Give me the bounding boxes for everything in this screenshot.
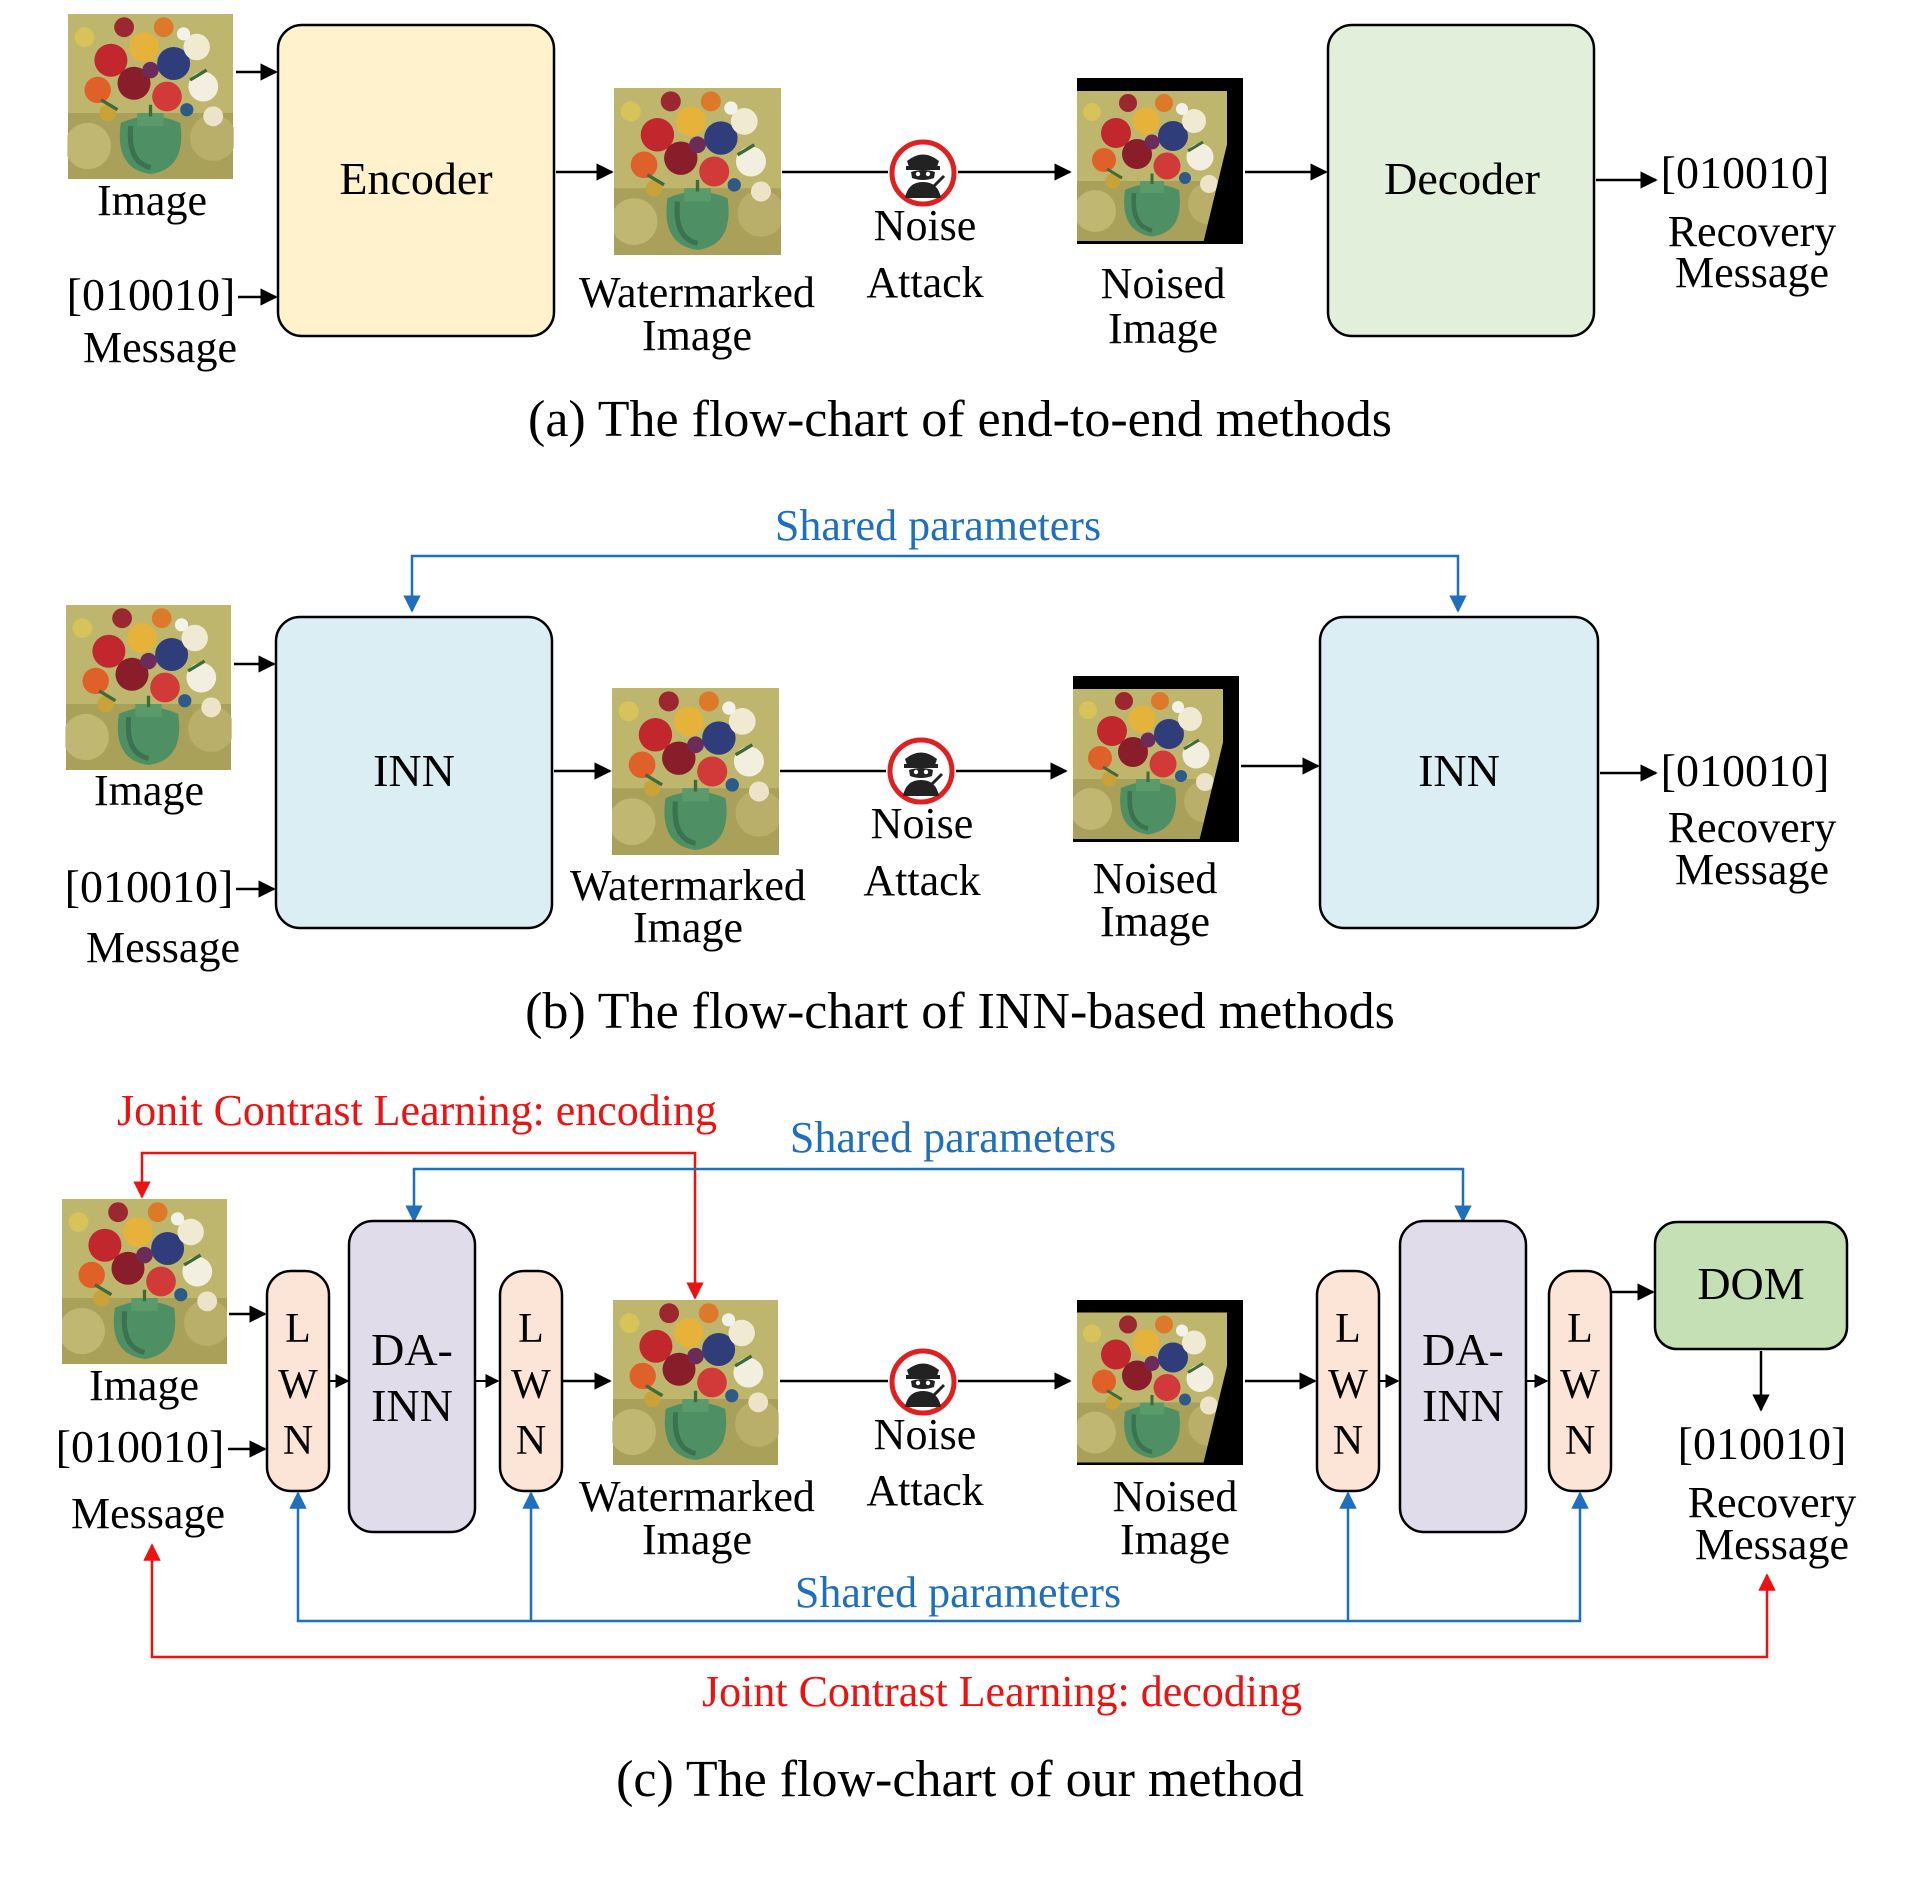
noise-attack-icon-c — [892, 1351, 954, 1413]
noise-label-c-line1: Noise — [874, 1410, 977, 1459]
caption-a: (a) The flow-chart of end-to-end methods — [528, 391, 1392, 448]
panel-b: Shared parameters Image [010010] Message… — [63, 501, 1837, 1040]
watermarked-label-b-line2: Image — [633, 903, 743, 952]
cover-image-a — [65, 14, 237, 179]
recovery-label-a-line1: Recovery — [1668, 207, 1837, 256]
recovered-bits-c: [010010] — [1678, 1418, 1847, 1469]
noise-attack-icon-b — [890, 740, 952, 802]
inn-box-2 — [1318, 615, 1600, 930]
lwn-4-letter-n: N — [1565, 1418, 1595, 1464]
image-label-a: Image — [97, 176, 207, 225]
dainn-2-line1: DA- — [1422, 1324, 1504, 1375]
lwn-2-letter-w: W — [511, 1362, 551, 1408]
cover-image-c — [59, 1199, 231, 1364]
lwn-3-letter-n: N — [1333, 1418, 1363, 1464]
noised-label-a-line2: Image — [1108, 304, 1218, 353]
lwn-1-letter-l: L — [285, 1306, 311, 1352]
lwn-1-letter-w: W — [278, 1362, 318, 1408]
image-label-b: Image — [94, 766, 204, 815]
contrast-decoding-label: Joint Contrast Learning: decoding — [702, 1667, 1302, 1716]
lwn-2-letter-l: L — [518, 1306, 544, 1352]
noise-label-a-line1: Noise — [874, 201, 977, 250]
message-label-a: Message — [83, 323, 237, 372]
noised-image-b — [1073, 676, 1239, 842]
lwn-4-letter-l: L — [1567, 1306, 1593, 1352]
noise-label-c-line2: Attack — [866, 1466, 983, 1515]
dainn-1-line1: DA- — [371, 1324, 453, 1375]
message-label-c: Message — [71, 1489, 225, 1538]
noise-label-b-line1: Noise — [871, 799, 974, 848]
encoder-label: Encoder — [339, 153, 492, 204]
image-label-c: Image — [89, 1361, 199, 1410]
recovery-label-c-line1: Recovery — [1688, 1478, 1857, 1527]
watermarked-label-a-line2: Image — [642, 311, 752, 360]
decoder-box — [1326, 23, 1596, 338]
noise-label-a-line2: Attack — [866, 258, 983, 307]
recovered-bits-b: [010010] — [1661, 745, 1830, 796]
noised-label-a-line1: Noised — [1101, 259, 1226, 308]
recovery-label-c-line2: Message — [1695, 1520, 1849, 1569]
watermarked-image-a — [611, 88, 785, 255]
lwn-4-letter-w: W — [1560, 1362, 1600, 1408]
noised-label-c-line2: Image — [1120, 1515, 1230, 1564]
encoder-box — [276, 23, 556, 338]
message-bits-a: [010010] — [67, 269, 236, 320]
lwn-3-letter-l: L — [1335, 1306, 1361, 1352]
watermarked-label-b-line1: Watermarked — [570, 861, 806, 910]
watermarked-label-a-line1: Watermarked — [579, 268, 815, 317]
recovered-bits-a: [010010] — [1661, 147, 1830, 198]
watermarked-image-b — [609, 688, 783, 855]
noised-label-b-line2: Image — [1100, 897, 1210, 946]
noised-image-c — [1077, 1300, 1243, 1465]
lwn-block-4 — [1547, 1269, 1613, 1493]
decoder-label: Decoder — [1384, 153, 1540, 204]
contrast-encoding-connector — [133, 1151, 704, 1300]
shared-parameters-connector-b — [403, 554, 1467, 613]
recovery-label-a-line2: Message — [1675, 248, 1829, 297]
caption-c: (c) The flow-chart of our method — [616, 1751, 1304, 1808]
dainn-block-1 — [347, 1219, 477, 1534]
contrast-decoding-connector — [143, 1543, 1776, 1659]
panel-a: Image [010010] Message Encoder Watermark… — [65, 14, 1837, 448]
shared-parameters-top-connector-c — [405, 1167, 1472, 1223]
watermarked-label-c-line1: Watermarked — [579, 1472, 815, 1521]
panel-c: Jonit Contrast Learning: encoding Shared… — [56, 1086, 1857, 1808]
caption-b: (b) The flow-chart of INN-based methods — [525, 983, 1395, 1040]
shared-parameters-label-b: Shared parameters — [775, 501, 1101, 550]
watermarked-label-c-line2: Image — [642, 1515, 752, 1564]
dainn-block-2 — [1398, 1219, 1528, 1534]
recovery-label-b-line2: Message — [1675, 845, 1829, 894]
recovery-label-b-line1: Recovery — [1668, 803, 1837, 852]
message-bits-b: [010010] — [65, 861, 234, 912]
shared-parameters-bottom-label-c: Shared parameters — [795, 1568, 1121, 1617]
noised-image-a — [1077, 78, 1243, 244]
inn-label-1: INN — [373, 745, 455, 796]
lwn-2-letter-n: N — [516, 1418, 546, 1464]
dom-block — [1653, 1220, 1849, 1351]
inn-label-2: INN — [1418, 745, 1500, 796]
message-label-b: Message — [86, 923, 240, 972]
inn-box-1 — [274, 615, 554, 930]
contrast-encoding-label: Jonit Contrast Learning: encoding — [117, 1086, 717, 1135]
dom-label: DOM — [1697, 1258, 1804, 1309]
lwn-3-letter-w: W — [1328, 1362, 1368, 1408]
noise-attack-icon-a — [892, 142, 954, 204]
message-bits-c: [010010] — [56, 1421, 225, 1472]
shared-parameters-top-label-c: Shared parameters — [790, 1113, 1116, 1162]
noise-label-b-line2: Attack — [863, 856, 980, 905]
cover-image-b — [63, 605, 235, 770]
noised-label-c-line1: Noised — [1113, 1472, 1238, 1521]
noised-label-b-line1: Noised — [1093, 854, 1218, 903]
dainn-2-line2: INN — [1422, 1380, 1504, 1431]
dainn-1-line2: INN — [371, 1380, 453, 1431]
lwn-1-letter-n: N — [283, 1418, 313, 1464]
watermarked-image-c — [610, 1300, 782, 1465]
